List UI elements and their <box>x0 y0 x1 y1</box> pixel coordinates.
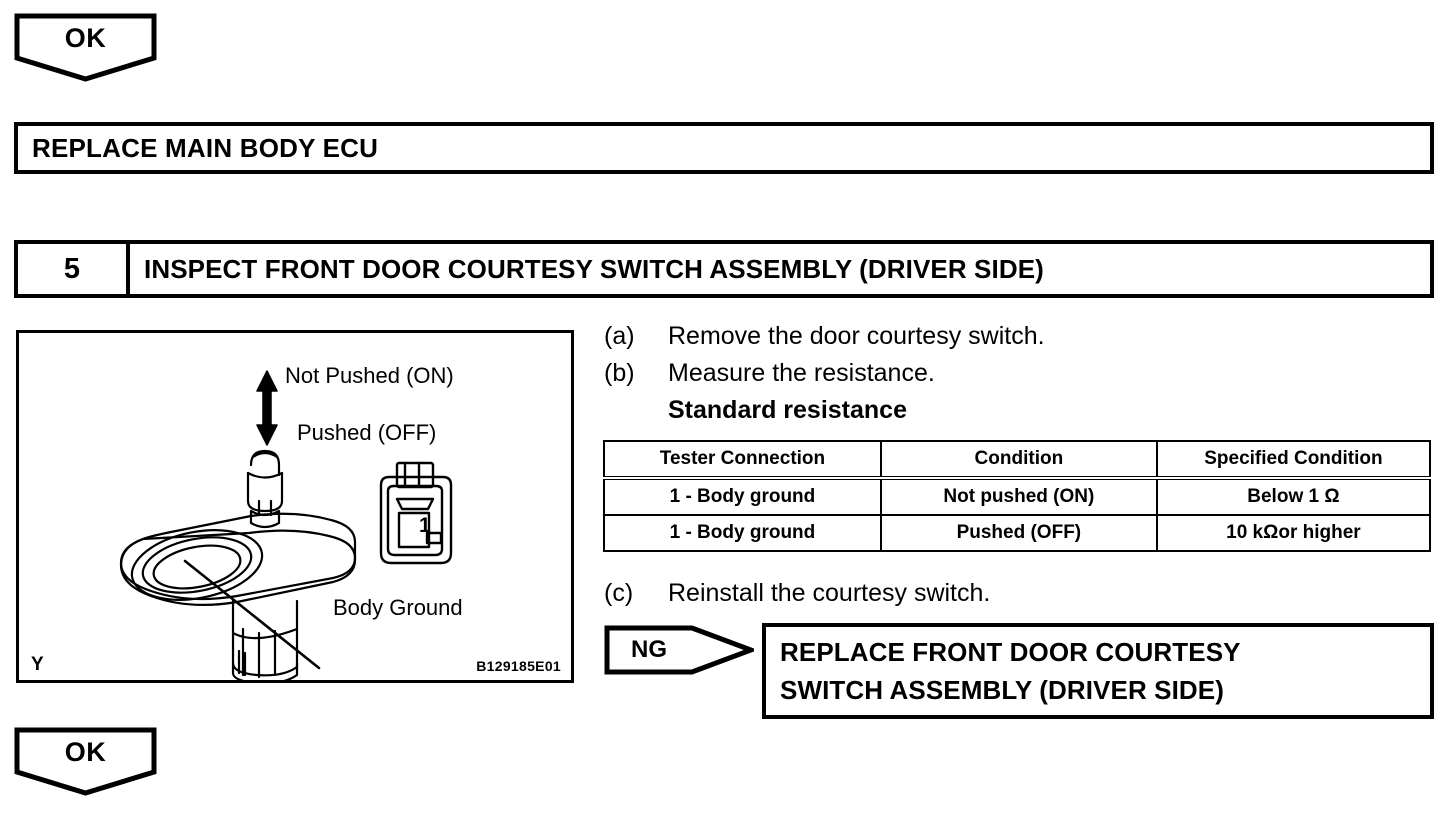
figure-corner-letter: Y <box>31 654 44 675</box>
illustration-panel: Not Pushed (ON) Pushed (OFF) Body Ground… <box>16 330 574 683</box>
table-cell: 1 - Body ground <box>603 476 882 516</box>
illustration-label-body-ground: Body Ground <box>333 595 463 620</box>
procedure-text: Reinstall the courtesy switch. <box>668 579 991 607</box>
action-box-replace-main-body-ecu: REPLACE MAIN BODY ECU <box>14 122 1434 174</box>
table-header-cell: Tester Connection <box>603 440 882 479</box>
step-number: 5 <box>18 244 130 294</box>
connector-icon <box>379 461 453 565</box>
procedure-list-reinstall: (c) Reinstall the courtesy switch. <box>604 575 1444 612</box>
double-headed-vertical-arrow-icon <box>256 370 278 446</box>
action-box-label-line-2: SWITCH ASSEMBLY (DRIVER SIDE) <box>780 675 1224 705</box>
procedure-text: Remove the door courtesy switch. <box>668 322 1045 350</box>
procedure-item: (c) Reinstall the courtesy switch. <box>604 575 1444 612</box>
right-arrow-pentagon-icon <box>604 625 754 675</box>
table-header-row: Tester Connection Condition Specified Co… <box>603 440 1432 479</box>
action-box-label: REPLACE MAIN BODY ECU <box>32 132 379 163</box>
decision-arrow-label: NG <box>631 636 667 663</box>
procedure-text: Measure the resistance. <box>668 359 935 387</box>
specification-table: Tester Connection Condition Specified Co… <box>603 440 1432 552</box>
down-arrow-pentagon-icon <box>14 727 157 796</box>
table-cell: Below 1 Ω <box>1155 476 1432 516</box>
decision-arrow-ok-top: OK <box>14 13 157 82</box>
standard-resistance-heading: Standard resistance <box>668 396 907 424</box>
decision-arrow-label: OK <box>64 23 107 53</box>
figure-id-code: B129185E01 <box>476 658 561 674</box>
decision-arrow-ok-bottom: OK <box>14 727 157 796</box>
procedure-marker: (a) <box>604 322 635 350</box>
table-row: 1 - Body ground Pushed (OFF) 10 kΩor hig… <box>603 514 1432 552</box>
step-header: 5 INSPECT FRONT DOOR COURTESY SWITCH ASS… <box>14 240 1434 298</box>
table-row: 1 - Body ground Not pushed (ON) Below 1 … <box>603 476 1432 516</box>
table-cell: 10 kΩor higher <box>1155 514 1432 552</box>
procedure-item: (b) Measure the resistance. <box>604 355 1444 392</box>
table-cell: 1 - Body ground <box>603 514 882 552</box>
connector-terminal-number: 1 <box>419 514 431 537</box>
procedure-item: (a) Remove the door courtesy switch. <box>604 318 1444 355</box>
table-header-cell: Condition <box>879 440 1158 479</box>
procedure-list: (a) Remove the door courtesy switch. (b)… <box>604 318 1444 428</box>
down-arrow-pentagon-icon <box>14 13 157 82</box>
illustration-label-pushed: Pushed (OFF) <box>297 420 437 445</box>
table-header-cell: Specified Condition <box>1155 440 1432 479</box>
table-cell: Pushed (OFF) <box>879 514 1158 552</box>
action-box-replace-courtesy-switch: REPLACE FRONT DOOR COURTESY SWITCH ASSEM… <box>762 623 1434 719</box>
table-cell: Not pushed (ON) <box>879 476 1158 516</box>
action-box-label-line-1: REPLACE FRONT DOOR COURTESY <box>780 637 1241 667</box>
decision-arrow-label: OK <box>64 737 107 767</box>
decision-arrow-ng: NG <box>604 625 754 675</box>
illustration-label-not-pushed: Not Pushed (ON) <box>285 363 454 388</box>
procedure-marker: (c) <box>604 579 634 607</box>
step-title: INSPECT FRONT DOOR COURTESY SWITCH ASSEM… <box>144 253 1044 284</box>
procedure-marker: (b) <box>604 359 635 387</box>
illustration-drawing <box>119 370 453 680</box>
